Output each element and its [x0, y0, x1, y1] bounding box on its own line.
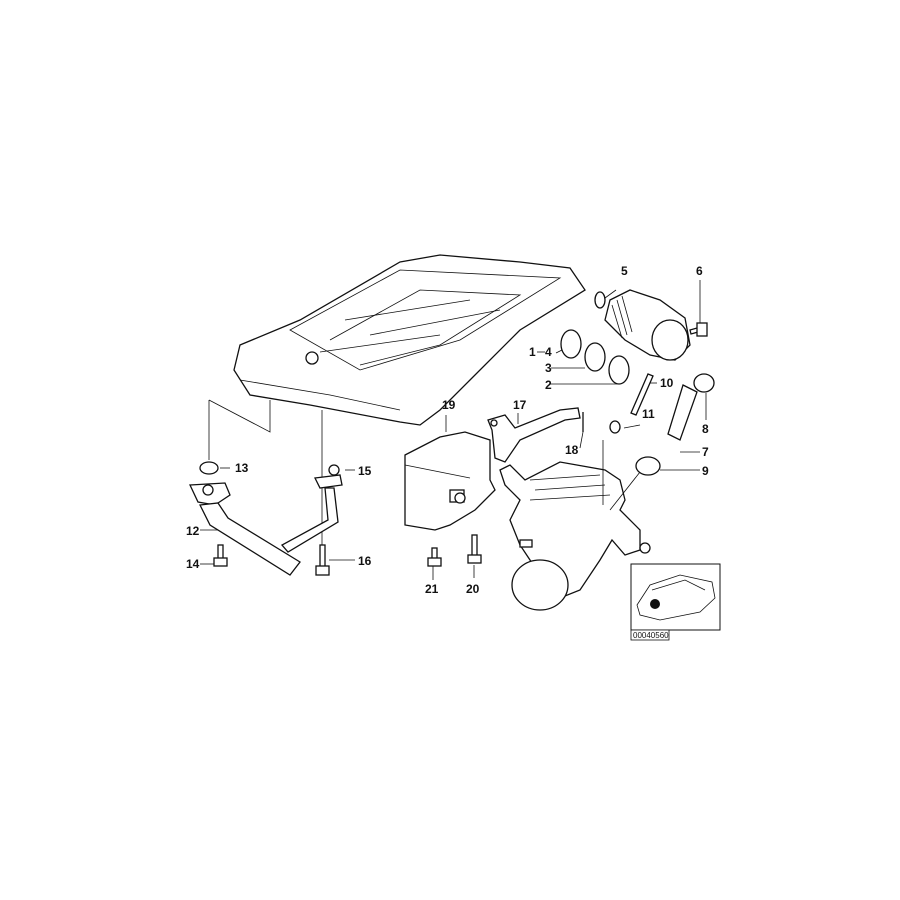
seal-ring-9: [635, 456, 661, 476]
callout-leader-5: [604, 289, 617, 299]
callout-10: 10: [660, 376, 674, 390]
callout-leader-4: [555, 349, 563, 354]
leader: [602, 440, 641, 511]
callout-leader-11: [623, 424, 641, 429]
baffle-19: [404, 431, 496, 531]
vehicle-locator-inset: 00040560: [630, 563, 721, 641]
seal-11: [609, 420, 621, 434]
callout-3: 3: [545, 361, 552, 375]
bolt-20: [467, 534, 482, 564]
callout-11: 11: [642, 407, 655, 421]
bolt-21: [427, 547, 442, 567]
callout-12: 12: [186, 524, 200, 538]
location-marker: [650, 599, 660, 609]
callout-6: 6: [696, 264, 703, 278]
callout-7: 7: [702, 445, 709, 459]
seal-ring-13: [199, 461, 219, 475]
reference-code: 00040560: [633, 631, 669, 640]
callout-14: 14: [186, 557, 200, 571]
callout-5: 5: [621, 264, 628, 278]
pipe-15: [280, 464, 343, 553]
pipe-7: [667, 384, 698, 441]
tube-10: [630, 373, 654, 416]
callout-9: 9: [702, 464, 709, 478]
callout-13: 13: [235, 461, 249, 475]
callout-2: 2: [545, 378, 552, 392]
callout-19: 19: [442, 398, 456, 412]
callout-20: 20: [466, 582, 480, 596]
callout-21: 21: [425, 582, 439, 596]
bolt-14: [213, 544, 228, 567]
oil-pan: [233, 254, 586, 426]
callout-leader-18: [579, 431, 584, 449]
leader: [208, 399, 271, 433]
suction-pipe-12: [189, 482, 301, 576]
callout-16: 16: [358, 554, 372, 568]
callout-17: 17: [513, 398, 527, 412]
seal-ring-8: [693, 373, 715, 393]
bolt-16: [315, 544, 330, 576]
pipe-17: [487, 407, 581, 463]
callout-18: 18: [565, 443, 579, 457]
callout-8: 8: [702, 422, 709, 436]
bolt-6: [689, 322, 708, 337]
callout-15: 15: [358, 464, 372, 478]
oil-filter-housing: [560, 289, 691, 385]
callout-4: 4: [545, 345, 552, 359]
oil-pump: [499, 461, 651, 611]
callout-1: 1: [529, 345, 536, 359]
